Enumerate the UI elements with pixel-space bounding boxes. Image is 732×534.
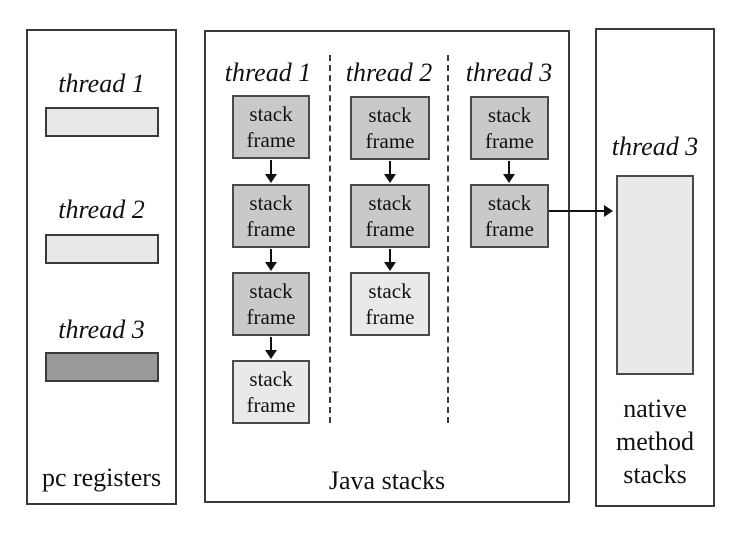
- native-method-stacks-title: native method stacks: [616, 394, 694, 489]
- native-thread-3-label: thread 3: [611, 132, 699, 161]
- pc-thread-2-label: thread 2: [58, 195, 145, 224]
- stack-frame: stack frame: [232, 184, 310, 248]
- pc-registers-box: thread 1 thread 2 thread 3 pc registers: [26, 29, 177, 505]
- pc-register-thread-1: [45, 107, 159, 137]
- stack-frame: stack frame: [350, 272, 430, 336]
- stack-thread-2-label: thread 2: [345, 58, 433, 87]
- native-method-stacks-box: thread 3 native method stacks: [595, 28, 715, 507]
- down-arrow-icon: [263, 337, 279, 359]
- down-arrow-icon: [263, 249, 279, 271]
- native-stack-thread-3: [616, 175, 694, 375]
- pc-thread-3-label: thread 3: [58, 315, 145, 344]
- pc-register-thread-3: [45, 352, 159, 382]
- down-arrow-icon: [382, 161, 398, 183]
- down-arrow-icon: [501, 161, 517, 183]
- pc-register-thread-2: [45, 234, 159, 264]
- stack-frame: stack frame: [232, 95, 310, 159]
- down-arrow-icon: [382, 249, 398, 271]
- native-call-arrow-icon: [549, 203, 613, 219]
- java-stacks-title: Java stacks: [328, 466, 446, 495]
- pc-registers-title: pc registers: [41, 463, 162, 492]
- thread-divider-1: [329, 55, 331, 423]
- stack-frame: stack frame: [350, 184, 430, 248]
- stack-frame: stack frame: [470, 184, 549, 248]
- stack-frame: stack frame: [470, 96, 549, 160]
- stack-frame: stack frame: [232, 360, 310, 424]
- down-arrow-icon: [263, 160, 279, 183]
- thread-divider-2: [447, 55, 449, 423]
- stack-frame: stack frame: [350, 96, 430, 160]
- stack-thread-3-label: thread 3: [465, 58, 553, 87]
- stack-thread-1-label: thread 1: [224, 58, 312, 87]
- java-stacks-box: thread 1 stack frame stack frame stack f…: [204, 30, 570, 503]
- stack-frame: stack frame: [232, 272, 310, 336]
- pc-thread-1-label: thread 1: [58, 69, 145, 98]
